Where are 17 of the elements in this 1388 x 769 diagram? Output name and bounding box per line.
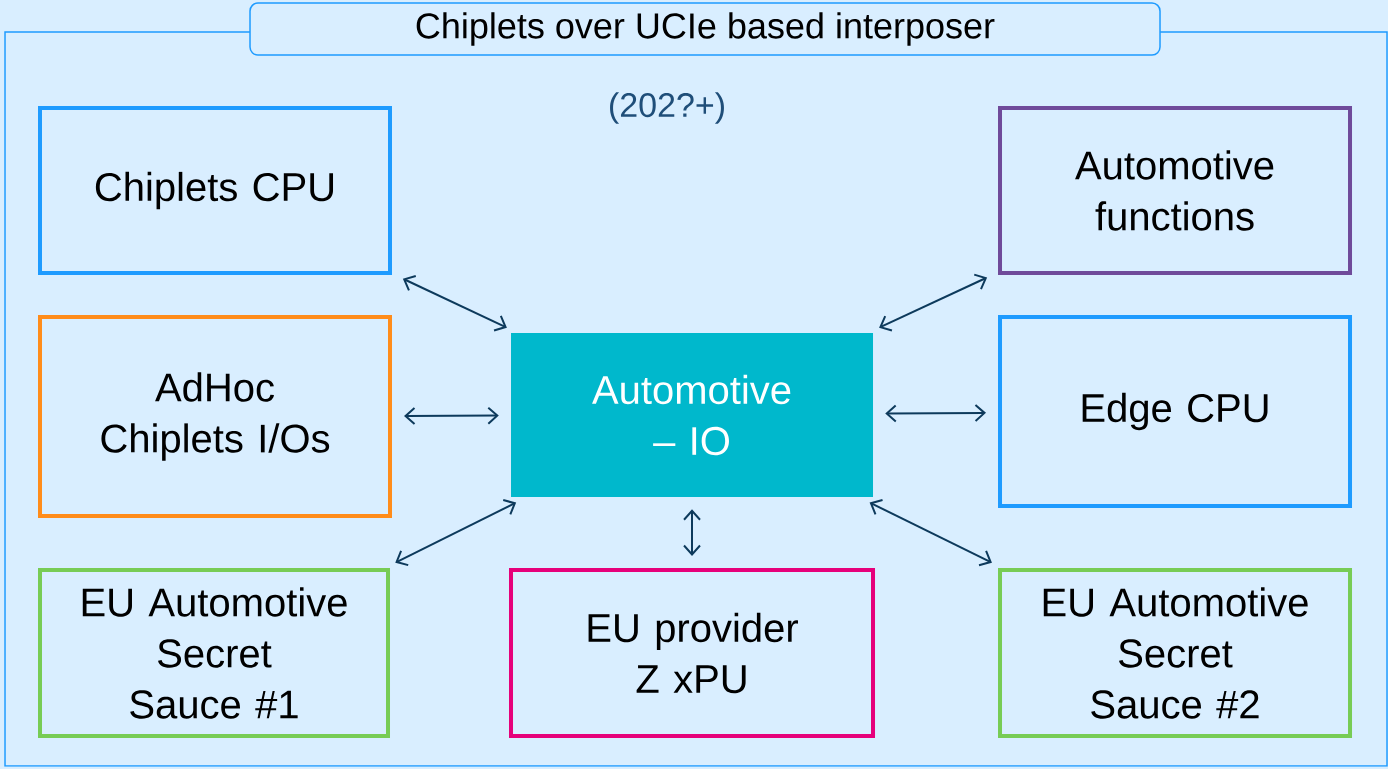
hub-box: Automotive – IO: [511, 333, 873, 497]
date-note: (202?+): [610, 92, 724, 124]
chiplet-box: EU provider Z xPU: [509, 568, 875, 738]
chiplet-box: Edge CPU: [998, 315, 1352, 508]
arrow: [404, 406, 499, 425]
chiplet-box: AdHoc Chiplets I/Os: [38, 315, 392, 518]
chiplet-box: EU Automotive Secret Sauce #2: [998, 568, 1352, 738]
arrow: [885, 403, 986, 423]
chiplet-box: Chiplets CPU: [38, 106, 392, 275]
arrow: [402, 274, 507, 332]
chiplet-box: EU Automotive Secret Sauce #1: [38, 568, 390, 738]
arrow: [879, 273, 988, 332]
chiplet-box: Automotive functions: [998, 106, 1352, 275]
title-box: Chiplets over UCIe based interposer: [249, 2, 1161, 56]
arrow: [869, 498, 992, 567]
arrow: [683, 509, 701, 556]
arrow: [395, 499, 517, 567]
